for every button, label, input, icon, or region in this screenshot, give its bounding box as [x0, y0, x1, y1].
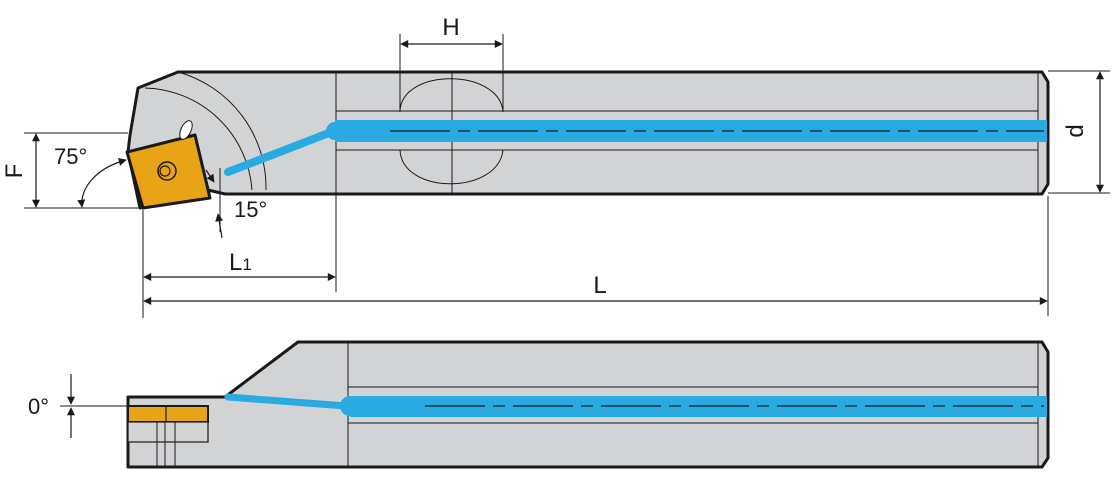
- side-dimensions: 0°: [28, 374, 128, 438]
- top-insert: [125, 133, 212, 210]
- angle-15-tick-top: [205, 169, 215, 183]
- top-clamp-slot: [179, 120, 193, 140]
- top-dimensions: H d F 75° 15° L1 L: [1, 14, 1110, 318]
- top-insert-hole-outer: [157, 161, 177, 181]
- side-insert: [127, 405, 209, 423]
- side-insert-seat: [127, 421, 209, 443]
- dim-l1-label-sub: 1: [242, 255, 251, 274]
- angle-75-label: 75°: [54, 144, 87, 169]
- side-view: [126, 340, 1050, 469]
- top-head-arc-inner: [144, 87, 253, 191]
- top-coolant-diagonal: [224, 127, 338, 176]
- top-insert-hole-inner: [159, 165, 171, 177]
- top-flat-bulge-lower: [399, 149, 504, 185]
- dim-d-label: d: [1062, 124, 1089, 137]
- dim-h-label: H: [442, 14, 459, 41]
- dim-l1-label: L1: [229, 249, 252, 276]
- angle-15-label: 15°: [234, 197, 267, 222]
- top-view: [125, 70, 1050, 210]
- top-head-arc-outer: [177, 71, 267, 191]
- side-coolant-diagonal: [224, 393, 350, 410]
- angle-0-label: 0°: [28, 394, 49, 419]
- top-flat-bulge-upper: [399, 78, 504, 112]
- dim-l1-label-main: L: [229, 249, 242, 276]
- angle-75-arc: [77, 157, 127, 208]
- dim-l-label: L: [593, 272, 606, 299]
- angle-15-tick-bottom: [215, 213, 224, 239]
- dim-f-label: F: [1, 164, 28, 179]
